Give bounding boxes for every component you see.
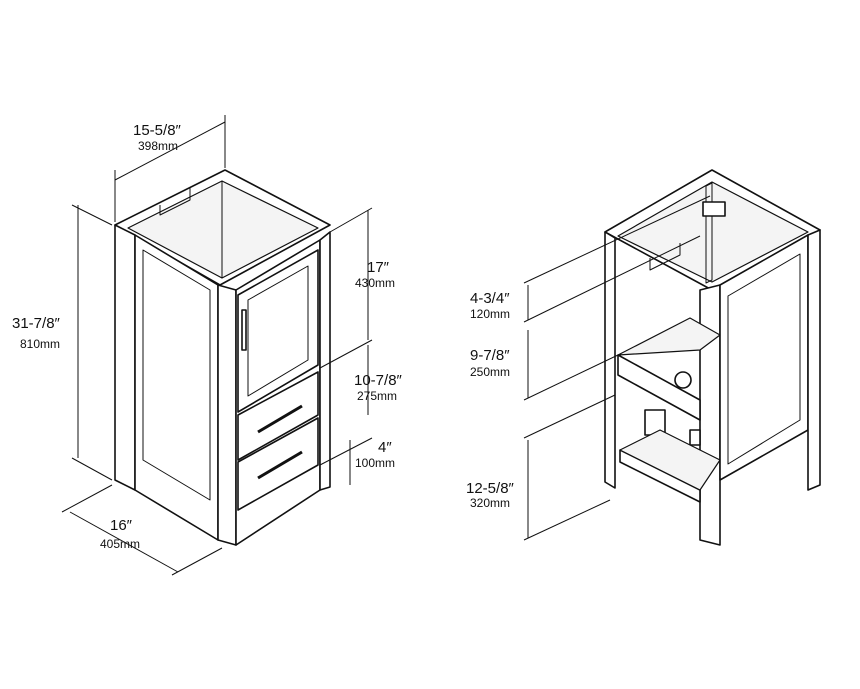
left-cabinet-door [237,249,319,413]
depth-dim-line [69,511,179,573]
height-imperial-label: 31-7/8″ [12,315,61,332]
bottom-opening-imperial-label: 12-5/8″ [466,480,515,497]
left-cabinet [114,169,331,546]
door-ext-bottom [319,339,373,369]
right-cabinet-valve [689,429,701,446]
left-cabinet-drawer-top [237,371,319,461]
left-cabinet-side-inset [142,249,211,501]
top-opening-imperial-label: 4-3/4″ [470,290,510,307]
left-cabinet-back-leg [114,224,136,491]
depth-metric-label: 405mm [100,537,140,551]
depth-ext-left [61,484,113,513]
right-cabinet-side-inset [727,253,801,465]
left-dimension-lines [61,115,373,576]
right-cabinet-back-leg [604,231,616,489]
door-imperial-label: 17″ [367,259,390,276]
left-cabinet-side-panel [134,234,219,541]
right-cabinet-bracket [702,201,726,217]
right-cabinet [604,169,821,546]
left-cabinet-notch [159,188,191,216]
bottom-opening-ext-top [523,394,616,439]
left-cabinet-front-leg [217,284,237,546]
depth-ext-right [171,547,223,576]
top-opening-ext-top [523,195,711,284]
width-imperial-label: 15-5/8″ [133,122,182,139]
right-cabinet-stretcher-top [617,317,721,356]
left-cabinet-top-opening [127,180,319,279]
toe-kick-metric-label: 100mm [355,456,395,470]
drawers-ext-bottom [319,437,373,466]
right-dimension-lines [523,195,711,541]
left-cabinet-right-leg [319,231,331,491]
right-cabinet-front-leg [699,284,721,546]
top-opening-metric-label: 120mm [470,307,510,321]
left-cabinet-drawer-bottom [237,417,319,511]
middle-opening-metric-label: 250mm [470,365,510,379]
middle-opening-ext-bottom [523,354,619,401]
right-cabinet-stretcher-front [617,354,701,421]
drawers-metric-label: 275mm [357,389,397,403]
left-cabinet-door-handle [241,309,247,351]
drawers-imperial-label: 10-7/8″ [354,372,403,389]
height-ext-bottom [71,457,113,481]
height-metric-label: 810mm [20,337,60,351]
left-cabinet-drawer-bottom-handle [257,450,303,480]
left-cabinet-door-panel [247,265,309,397]
bottom-opening-ext-bottom [523,499,611,541]
door-ext-top [329,207,373,233]
width-dim-line [114,121,226,181]
bottom-opening-metric-label: 320mm [470,496,510,510]
right-cabinet-notch [649,243,681,271]
depth-imperial-label: 16″ [110,517,133,534]
right-cabinet-right-leg [807,229,821,491]
width-metric-label: 398mm [138,139,178,153]
right-cabinet-drain [674,371,692,389]
height-ext-top [71,204,113,226]
right-cabinet-back-rail [705,182,713,284]
door-metric-label: 430mm [355,276,395,290]
right-cabinet-shelf-top [619,429,721,491]
toe-kick-imperial-label: 4″ [378,439,392,456]
top-opening-ext-bottom [523,235,701,323]
middle-opening-imperial-label: 9-7/8″ [470,347,510,364]
left-cabinet-drawer-top-handle [257,404,303,434]
right-cabinet-top-opening [617,181,809,283]
